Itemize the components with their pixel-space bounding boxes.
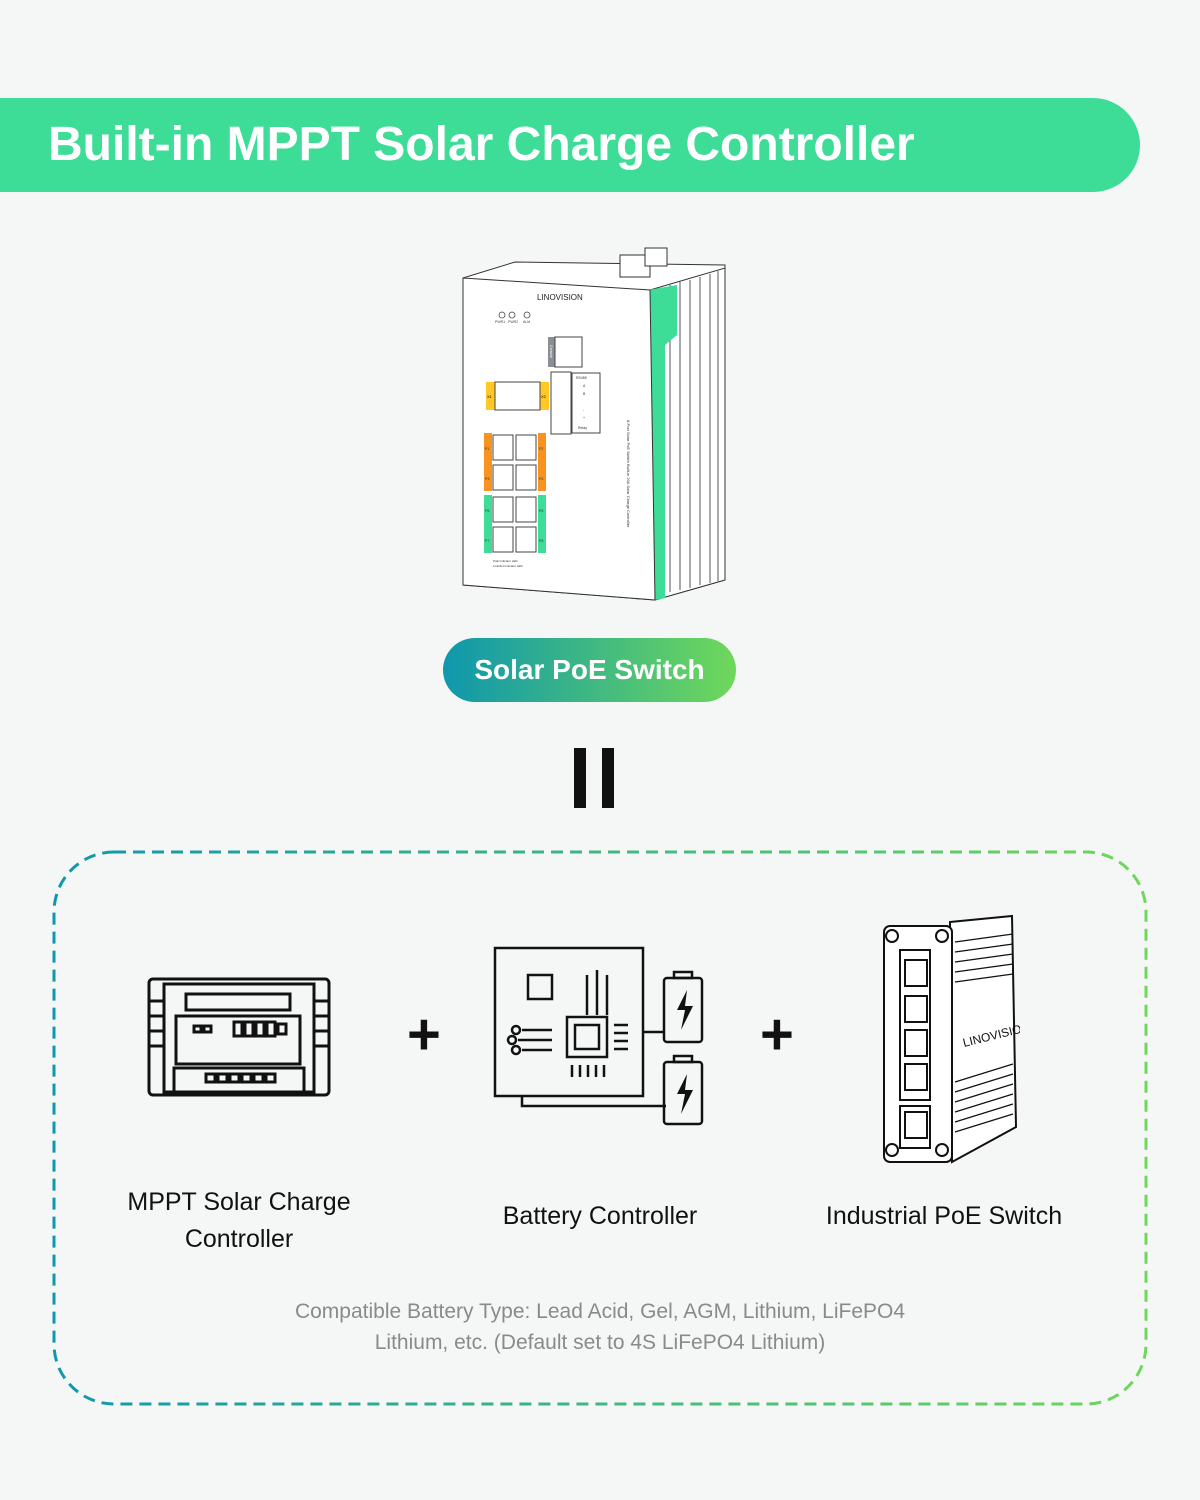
svg-text:X1: X1 — [487, 394, 493, 399]
svg-text:Link/Act Indicator LED: Link/Act Indicator LED — [493, 564, 524, 568]
svg-text:X2: X2 — [541, 394, 547, 399]
svg-text:LINOVISION: LINOVISION — [537, 293, 583, 302]
plus-sign: + — [407, 1002, 441, 1067]
battery-controller-icon — [493, 946, 704, 1126]
svg-text:A: A — [583, 384, 586, 388]
components-frame — [52, 850, 1148, 1406]
svg-text:P6: P6 — [539, 509, 543, 513]
title-banner: Built-in MPPT Solar Charge Controller — [0, 98, 1140, 192]
svg-text:Relay: Relay — [578, 426, 587, 430]
svg-text:-: - — [583, 408, 585, 412]
svg-text:PoE Indicator LED: PoE Indicator LED — [493, 559, 519, 563]
svg-text:P1: P1 — [485, 447, 489, 451]
svg-text:B: B — [583, 392, 586, 396]
svg-text:PWR2: PWR2 — [508, 320, 518, 324]
battery-controller-label: Battery Controller — [502, 1202, 698, 1230]
equals-sign — [574, 748, 614, 808]
svg-text:Console: Console — [549, 345, 553, 358]
svg-text:PWR1: PWR1 — [495, 320, 505, 324]
battery-compatibility-note: Compatible Battery Type: Lead Acid, Gel,… — [294, 1300, 906, 1354]
svg-text:P5: P5 — [485, 509, 489, 513]
svg-text:P3: P3 — [485, 477, 489, 481]
svg-text:RS485: RS485 — [576, 376, 587, 380]
svg-text:ALM: ALM — [523, 320, 530, 324]
svg-text:+: + — [583, 416, 585, 420]
svg-text:P4: P4 — [539, 477, 543, 481]
svg-text:P2: P2 — [539, 447, 543, 451]
plus-sign: + — [760, 1002, 794, 1067]
svg-text:P8: P8 — [539, 539, 543, 543]
product-badge: Solar PoE Switch — [443, 638, 736, 702]
industrial-switch-icon: LINOVISION — [883, 914, 1020, 1164]
mppt-controller-icon — [147, 977, 331, 1097]
svg-text:8-Port Solar PoE Switch Built-: 8-Port Solar PoE Switch Built-in 20A Sol… — [626, 420, 631, 528]
svg-text:P7: P7 — [485, 539, 489, 543]
industrial-switch-label: Industrial PoE Switch — [825, 1202, 1063, 1230]
page-title: Built-in MPPT Solar Charge Controller — [48, 118, 915, 171]
